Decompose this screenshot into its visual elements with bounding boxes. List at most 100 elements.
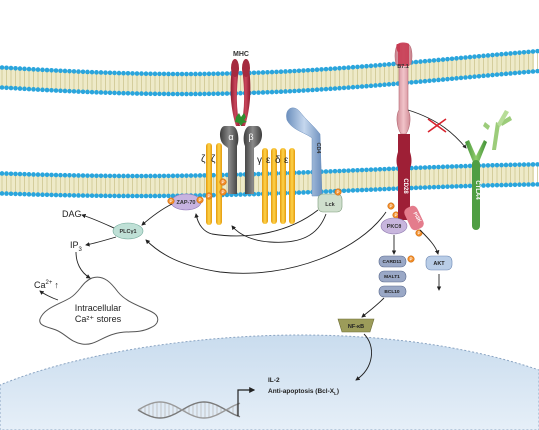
lipid-head xyxy=(346,85,351,90)
lipid-head xyxy=(71,89,77,94)
lipid-head xyxy=(35,172,41,177)
lipid-head xyxy=(13,66,18,71)
lipid-head xyxy=(80,89,86,95)
lipid-head xyxy=(517,182,522,187)
lipid-head xyxy=(107,90,113,96)
lipid-head xyxy=(125,173,131,179)
lipid-head xyxy=(161,91,167,97)
lipid-head xyxy=(323,169,329,174)
lipid-head xyxy=(170,173,176,179)
lipid-head xyxy=(238,90,243,96)
lipid-head xyxy=(157,193,162,199)
lipid-head xyxy=(458,183,464,189)
lipid-head xyxy=(431,58,437,63)
lipid-head xyxy=(67,173,72,178)
zap70-kinase: ZAP-70 xyxy=(170,193,202,211)
lipid-head xyxy=(161,193,167,199)
lipid-head xyxy=(418,59,423,64)
b7-binding-partner xyxy=(483,110,512,150)
lipid-head xyxy=(499,182,504,188)
lipid-head xyxy=(26,172,32,177)
lipid-head xyxy=(17,191,23,197)
lipid-head xyxy=(121,70,126,76)
lipid-head xyxy=(53,68,59,73)
lipid-head xyxy=(188,173,194,178)
arrow-cd28-to-plc xyxy=(145,211,387,274)
lipid-head xyxy=(260,90,266,95)
lipid-head xyxy=(94,70,99,75)
lipid-head xyxy=(251,70,257,76)
lipid-head xyxy=(463,75,468,80)
lipid-head xyxy=(130,91,135,96)
svg-text:P: P xyxy=(394,213,397,218)
dna-strand xyxy=(137,401,241,419)
lipid-head xyxy=(31,67,36,72)
lipid-head xyxy=(224,71,230,76)
lipid-head xyxy=(449,164,455,169)
lipid-head xyxy=(386,186,392,192)
lipid-head xyxy=(67,68,72,74)
lipid-head xyxy=(314,67,320,73)
lipid-head xyxy=(40,172,45,177)
lipid-head xyxy=(211,172,216,178)
pi3k-label: PI3K xyxy=(411,211,422,224)
lipid-head xyxy=(58,192,63,198)
ctla4-label: CTLA4 xyxy=(474,180,480,200)
lipid-head xyxy=(175,71,180,77)
lipid-head xyxy=(0,85,5,90)
lipid-head xyxy=(98,173,104,179)
lipid-head xyxy=(346,188,351,193)
lipid-head xyxy=(490,162,495,168)
lipid-head xyxy=(458,163,464,169)
lipid-head xyxy=(431,78,437,83)
lipid-head xyxy=(359,187,365,193)
lipid-head xyxy=(211,71,216,77)
antiapoptosis-label: Anti-apoptosis (Bcl-XL) xyxy=(268,388,339,396)
lipid-head xyxy=(157,71,162,77)
lipid-head xyxy=(332,168,338,174)
lipid-head xyxy=(44,192,50,198)
lipid-head xyxy=(382,82,387,88)
arrow-nfkb-to-nucleus xyxy=(355,333,372,381)
lipid-head xyxy=(440,164,446,170)
lipid-head xyxy=(134,173,140,179)
lipid-head xyxy=(373,187,378,192)
lipid-head xyxy=(350,168,356,173)
epsilon-label-1: ε xyxy=(266,155,271,166)
lipid-head xyxy=(166,193,171,199)
ca-label: Ca2+↑ xyxy=(34,280,59,290)
lipid-head xyxy=(67,88,72,94)
lipid-head xyxy=(134,91,140,96)
phospho-badge: P xyxy=(167,197,175,205)
lipid-head xyxy=(85,193,90,198)
lipid-head xyxy=(481,183,486,188)
lipid-head xyxy=(22,191,27,197)
lipid-head xyxy=(409,185,414,191)
lipid-head xyxy=(323,66,329,72)
lipid-head xyxy=(184,71,189,77)
lipid-head xyxy=(89,173,95,178)
dna-helix xyxy=(137,401,241,419)
cd3-complex: γ ε δ ε xyxy=(257,148,295,224)
lipid-head xyxy=(508,182,513,188)
lipid-head xyxy=(193,91,198,97)
ca-stores-line1: Intracellular xyxy=(75,303,122,313)
zap70-label: ZAP-70 xyxy=(177,200,196,206)
lipid-head xyxy=(449,56,455,62)
lipid-head xyxy=(494,162,500,168)
lipid-head xyxy=(413,165,419,171)
lipid-head xyxy=(328,66,333,72)
lipid-head xyxy=(494,52,500,57)
lipid-head xyxy=(346,168,351,173)
lipid-head xyxy=(368,83,374,89)
lipid-head xyxy=(386,166,392,172)
lipid-head xyxy=(152,91,158,97)
lipid-head xyxy=(40,192,45,197)
lipid-head xyxy=(427,78,432,84)
lipid-head xyxy=(319,87,324,92)
lipid-head xyxy=(463,183,468,189)
lipid-head xyxy=(310,87,315,93)
lipid-head xyxy=(422,58,428,64)
lipid-head xyxy=(220,91,225,96)
lipid-head xyxy=(89,89,95,95)
